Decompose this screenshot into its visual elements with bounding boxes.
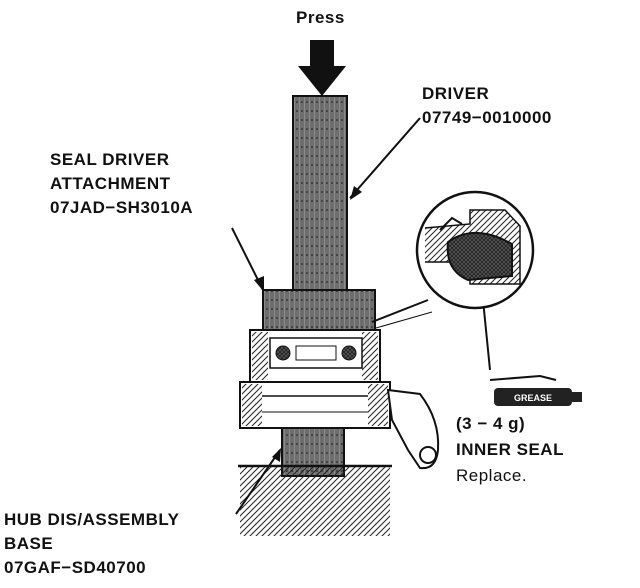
hub-base-label-line2: BASE [4, 534, 54, 553]
attachment-label-line2: ATTACHMENT [50, 174, 171, 193]
driver-part-number: 07749−0010000 [422, 108, 552, 127]
attachment-part-number: 07JAD−SH3010A [50, 198, 194, 217]
seal-detail-callout [371, 190, 535, 329]
hub-body [239, 329, 440, 470]
inner-seal-label: INNER SEAL [456, 440, 564, 459]
grease-tube-label: GREASE [514, 393, 552, 403]
driver-label-line1: DRIVER [422, 84, 490, 103]
hub-base [238, 427, 392, 536]
hub-base-part-number: 07GAF−SD40700 [4, 558, 147, 577]
grease-amount-label: (3 − 4 g) [456, 414, 526, 433]
inner-seal-note: Replace. [456, 466, 528, 485]
driver-arrowhead [350, 186, 362, 200]
attachment-arrowhead [254, 276, 264, 292]
grease-tube-icon: GREASE [489, 374, 582, 406]
base-arrowhead [272, 448, 281, 462]
seal-driver-attachment [262, 289, 376, 331]
attachment-label-line1: SEAL DRIVER [50, 150, 170, 169]
press-arrow [298, 40, 346, 96]
hub-base-label-line1: HUB DIS/ASSEMBLY [4, 510, 180, 529]
press-label: Press [296, 8, 345, 27]
driver-shaft [292, 95, 348, 295]
